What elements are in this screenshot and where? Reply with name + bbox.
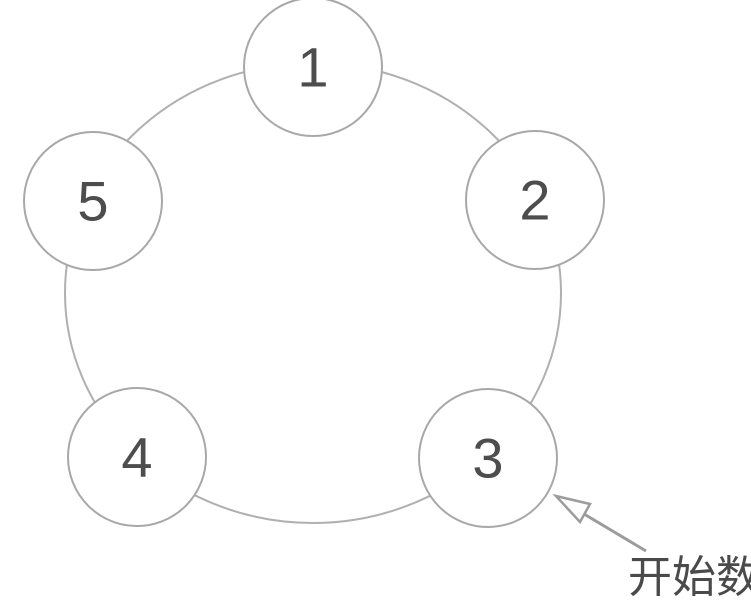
node-label-5: 5 [77,170,108,233]
node-circle-4 [67,387,207,527]
node-label-4: 4 [121,426,152,489]
node-label-3: 3 [472,427,503,490]
node-label-1: 1 [297,36,328,99]
arrow-head-icon [552,493,592,525]
node-circle-1 [243,0,383,137]
node-circle-2 [465,130,605,270]
arrow-line [583,512,647,553]
node-circle-5 [23,131,163,271]
annotation-label: 开始数 [628,553,751,602]
node-label-2: 2 [519,169,550,232]
node-circle-3 [418,388,558,528]
node-group: 1 2 3 4 5 [23,0,605,528]
